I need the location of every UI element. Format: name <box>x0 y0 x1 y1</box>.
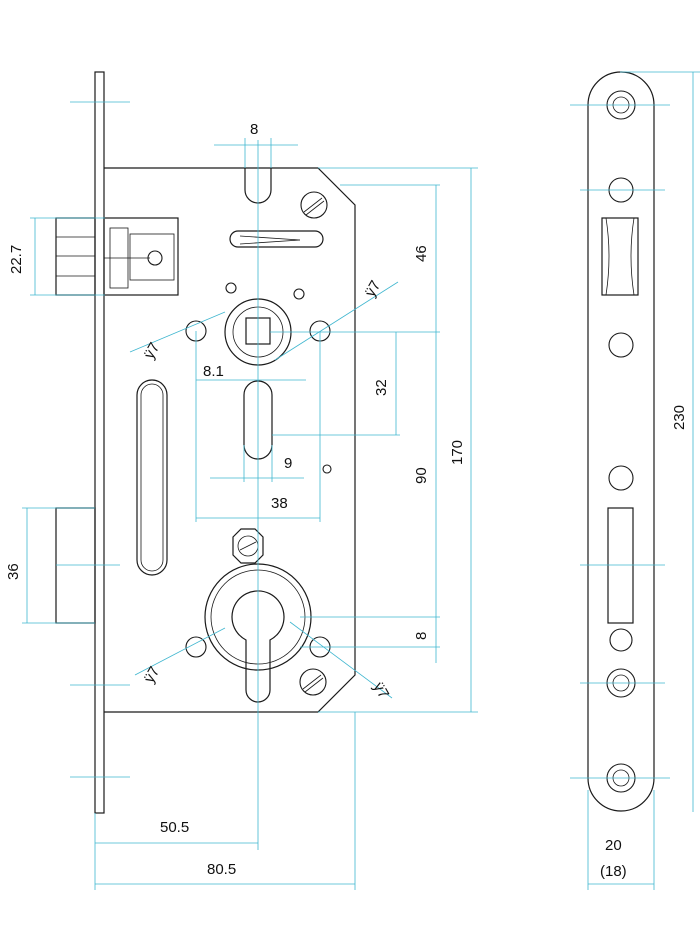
label-20: 20 <box>605 837 622 854</box>
label-32: 32 <box>373 379 390 396</box>
label-18: (18) <box>600 863 627 880</box>
label-38: 38 <box>271 495 288 512</box>
label-90: 90 <box>413 467 430 484</box>
dead-bolt <box>55 507 96 624</box>
side-view <box>570 71 700 890</box>
latch-bolt <box>55 217 96 296</box>
label-slot-width: 8 <box>250 121 258 138</box>
label-hole-ur: ÿ7 <box>362 278 385 300</box>
screw-top <box>300 191 328 219</box>
label-8-1: 8.1 <box>203 363 224 380</box>
label-36: 36 <box>5 563 22 580</box>
bolt-opening <box>607 507 634 624</box>
label-9: 9 <box>284 455 292 472</box>
lock-case <box>104 167 356 713</box>
label-22-7: 22.7 <box>8 245 25 274</box>
label-80-5: 80.5 <box>207 861 236 878</box>
spring <box>229 230 324 248</box>
hex-screw <box>232 528 264 564</box>
cylinder-profile <box>231 590 285 703</box>
label-46: 46 <box>413 245 430 262</box>
side-slot <box>136 379 168 576</box>
latch-housing <box>103 217 179 296</box>
front-view <box>55 71 356 814</box>
label-8-lower: 8 <box>413 632 430 640</box>
label-50-5: 50.5 <box>160 819 189 836</box>
front-dimension-lines <box>22 101 478 890</box>
mounting-hole-ll <box>185 636 207 658</box>
faceplate <box>94 71 105 814</box>
latch-opening <box>601 217 639 296</box>
label-hole-lr: ÿ7 <box>370 680 393 702</box>
label-hole-ll: ÿ7 <box>141 664 164 686</box>
label-170: 170 <box>449 440 466 465</box>
screw-bottom <box>299 668 327 696</box>
label-hole-ul: ÿ7 <box>141 340 164 362</box>
label-230: 230 <box>671 405 688 430</box>
dimension-labels: 8 46 170 32 90 8 9 8.1 38 22.7 36 50.5 8… <box>5 121 688 880</box>
